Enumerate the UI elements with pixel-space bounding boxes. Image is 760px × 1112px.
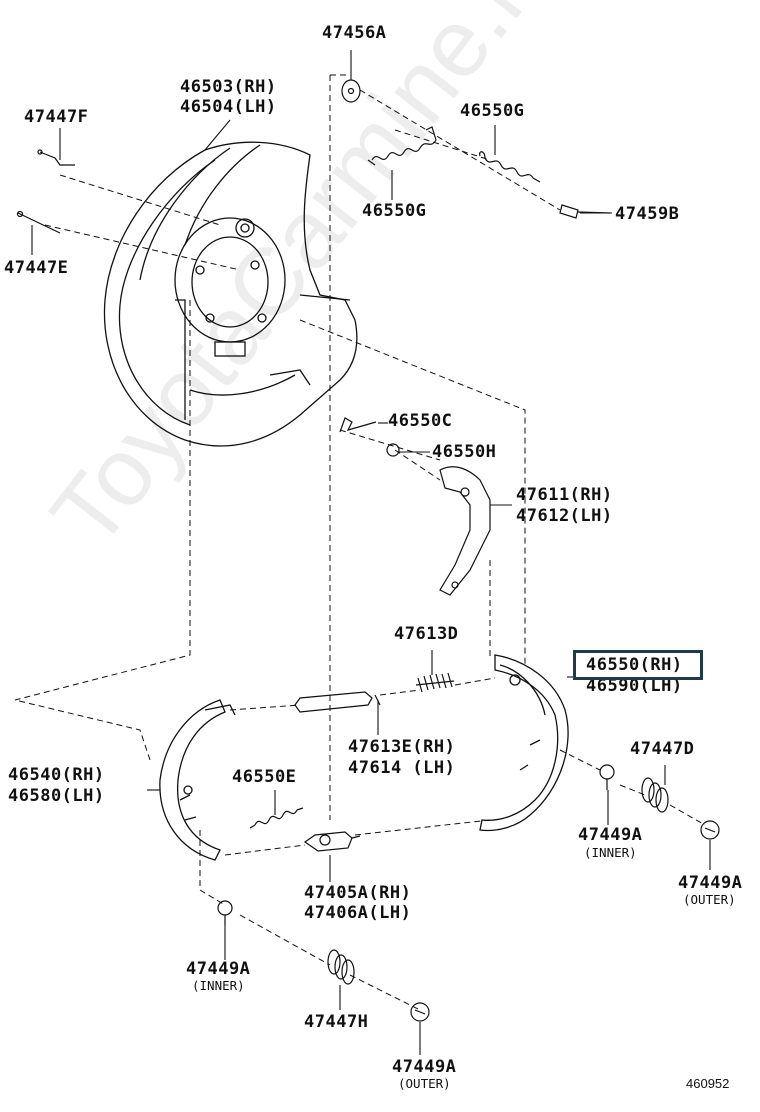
label-46550G-bottom[interactable]: 46550G xyxy=(362,201,427,221)
highlight-box xyxy=(573,650,703,680)
pin-47447F xyxy=(37,149,75,166)
cap-47449A-outer-bottom xyxy=(410,1002,430,1022)
spring-46550G-right xyxy=(479,151,541,183)
brake-shoe-left xyxy=(159,699,236,861)
spring-46550E xyxy=(249,807,304,829)
note-outer-right: (OUTER) xyxy=(683,892,736,907)
brake-shoe-right xyxy=(479,654,569,832)
label-47447H[interactable]: 47447H xyxy=(304,1012,369,1032)
label-47449A-outer-bottom[interactable]: 47449A xyxy=(392,1057,457,1077)
leader-lines xyxy=(31,50,711,1055)
lever-47611 xyxy=(439,466,491,596)
label-46550E[interactable]: 46550E xyxy=(232,767,297,787)
bolt-47459B xyxy=(559,204,611,219)
label-46550G-top[interactable]: 46550G xyxy=(460,101,525,121)
label-47447D[interactable]: 47447D xyxy=(630,739,695,759)
adjuster-47405A xyxy=(303,831,361,852)
label-47456A[interactable]: 47456A xyxy=(322,23,387,43)
pin-47447E xyxy=(16,210,61,234)
label-46590-lh[interactable]: 46590(LH) xyxy=(586,676,683,696)
label-47449A-inner-right[interactable]: 47449A xyxy=(578,825,643,845)
label-47612-lh[interactable]: 47612(LH) xyxy=(516,506,613,526)
cap-47449A-outer-right xyxy=(700,820,720,840)
label-46504-lh[interactable]: 46504(LH) xyxy=(180,97,277,117)
label-46550C[interactable]: 46550C xyxy=(388,411,453,431)
dashed-guide-lines xyxy=(14,74,706,1011)
label-47614-lh[interactable]: 47614 (LH) xyxy=(348,758,456,778)
label-47406A-lh[interactable]: 47406A(LH) xyxy=(304,903,412,923)
label-47611-rh[interactable]: 47611(RH) xyxy=(516,485,613,505)
note-inner-right: (INNER) xyxy=(584,845,637,860)
label-46550-rh[interactable]: 46550(RH) xyxy=(586,655,683,675)
pin-47449A-inner-right xyxy=(599,764,615,790)
note-outer-bottom: (OUTER) xyxy=(398,1076,451,1091)
diagram-reference-number: 460952 xyxy=(686,1076,730,1091)
label-47405A-rh[interactable]: 47405A(RH) xyxy=(304,883,412,903)
label-46550H[interactable]: 46550H xyxy=(432,442,497,462)
label-47613E-rh[interactable]: 47613E(RH) xyxy=(348,737,456,757)
label-47459B[interactable]: 47459B xyxy=(615,204,680,224)
note-inner-left: (INNER) xyxy=(192,978,245,993)
label-47449A-outer-right[interactable]: 47449A xyxy=(678,873,743,893)
label-46503-rh[interactable]: 46503(RH) xyxy=(180,77,277,97)
washer-47456A xyxy=(341,79,361,103)
label-47447E[interactable]: 47447E xyxy=(4,258,69,278)
spring-46550G-left xyxy=(367,126,437,166)
label-47449A-inner-left[interactable]: 47449A xyxy=(186,959,251,979)
strut-47613E xyxy=(294,691,381,713)
clip-46550C xyxy=(339,417,377,433)
pin-47449A-inner-left xyxy=(217,900,233,925)
washer-46550H xyxy=(386,443,400,457)
label-46540-rh[interactable]: 46540(RH) xyxy=(8,765,105,785)
label-47613D[interactable]: 47613D xyxy=(394,624,459,644)
spring-47447D xyxy=(641,777,669,813)
label-47447F[interactable]: 47447F xyxy=(24,107,89,127)
label-46580-lh[interactable]: 46580(LH) xyxy=(8,786,105,806)
spring-47613D xyxy=(415,672,455,693)
backing-plate xyxy=(103,141,358,447)
spring-47447H xyxy=(327,949,355,985)
